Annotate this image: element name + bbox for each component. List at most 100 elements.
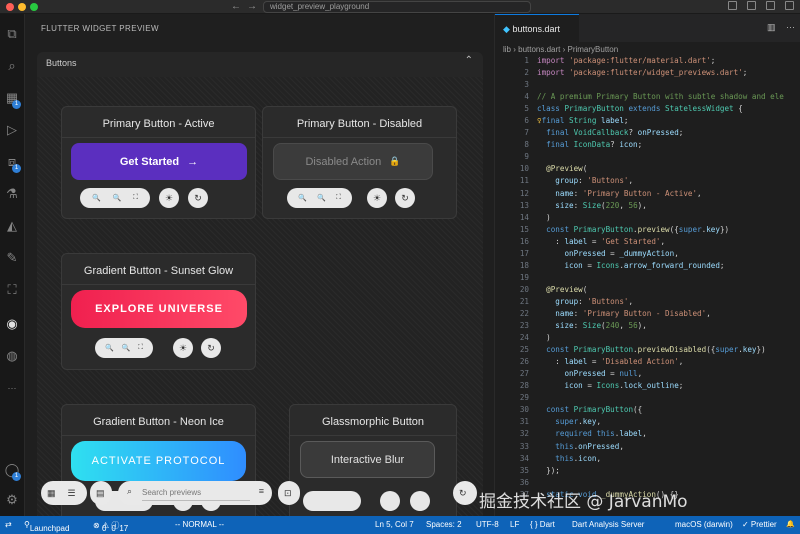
fit-icon[interactable]: ⛶ — [138, 344, 144, 351]
refresh-icon[interactable]: ↻ — [201, 338, 221, 358]
breadcrumb-item[interactable]: buttons.dart — [518, 45, 561, 54]
search-input[interactable]: Search previews — [142, 485, 250, 501]
brightness-icon[interactable]: ☀ — [159, 188, 179, 208]
zoom-in-icon[interactable]: 🔍 — [112, 195, 122, 202]
line-ending[interactable]: LF — [510, 520, 520, 529]
fit-icon[interactable]: ⛶ — [133, 194, 139, 201]
brightness-icon[interactable]: ☀ — [367, 188, 387, 208]
group-label: Buttons — [46, 58, 77, 68]
minimize-window-button[interactable] — [18, 3, 26, 11]
split-editor-icon[interactable]: ▥ — [766, 22, 776, 32]
breadcrumb: lib › buttons.dart › PrimaryButton — [503, 45, 619, 54]
grid-view-icon[interactable]: ▦ — [47, 487, 56, 498]
view-toggle: ▦ ☰ — [41, 481, 87, 505]
testing-icon[interactable]: ⚗ — [6, 186, 18, 201]
notifications-bell-icon[interactable]: 🔔 — [786, 521, 795, 528]
widget-preview-icon[interactable]: ◉ — [6, 316, 18, 331]
preview-title: FLUTTER WIDGET PREVIEW — [41, 24, 159, 33]
warnings-count: 0 — [111, 524, 116, 533]
zoom-in-icon[interactable]: 🔍 — [121, 345, 131, 352]
button-label: EXPLORE UNIVERSE — [95, 303, 223, 315]
pen-icon[interactable]: ✎ — [6, 250, 18, 265]
fit-icon[interactable]: ⛶ — [335, 194, 341, 201]
launchpad-item[interactable]: ⚲ Launchpad — [24, 520, 70, 533]
more-actions-icon[interactable]: ··· — [786, 22, 795, 32]
brightness-icon[interactable] — [380, 491, 400, 511]
toggle-secondary-sidebar-icon[interactable] — [766, 1, 775, 10]
refresh-icon[interactable]: ↻ — [188, 188, 208, 208]
back-arrow-icon[interactable]: ← — [231, 1, 241, 12]
flutter-icon[interactable]: ◭ — [7, 218, 17, 233]
github-icon[interactable]: ◍ — [6, 348, 18, 363]
settings-gear-icon[interactable]: ⚙ — [6, 492, 18, 507]
analysis-server[interactable]: Dart Analysis Server — [572, 520, 645, 529]
title-bar: ← → widget_preview_playground — [0, 0, 800, 14]
more-icon[interactable]: ··· — [7, 383, 17, 393]
explore-universe-button[interactable]: EXPLORE UNIVERSE — [71, 290, 247, 328]
zoom-out-icon[interactable]: 🔍 — [104, 345, 114, 352]
snapshot-button[interactable]: ⊡ — [278, 481, 300, 505]
command-center[interactable]: widget_preview_playground — [263, 1, 531, 13]
buttons-group: Buttons ⌃ Primary Button - Active Get St… — [37, 52, 483, 516]
platform[interactable]: macOS (darwin) — [675, 520, 733, 529]
button-label: Interactive Blur — [330, 453, 405, 466]
card-divider — [62, 435, 255, 436]
language-mode[interactable]: { } Dart — [530, 520, 555, 529]
interactive-blur-button[interactable]: Interactive Blur — [300, 441, 435, 478]
document-button[interactable]: ▤ — [90, 481, 112, 505]
disabled-action-button[interactable]: Disabled Action 🔒 — [273, 143, 433, 180]
filter-icon[interactable]: ≡ — [258, 486, 264, 496]
search-previews-field[interactable]: ⌕ Search previews ≡ — [118, 481, 272, 505]
extensions-badge: 1 — [12, 100, 21, 109]
inspect-icon[interactable]: ⛶ — [7, 282, 17, 297]
explorer-icon[interactable]: ⧉ — [7, 26, 17, 41]
button-label: ACTIVATE PROTOCOL — [91, 455, 226, 467]
zoom-in-icon[interactable]: 🔍 — [317, 195, 326, 202]
brightness-icon[interactable]: ☀ — [173, 338, 193, 358]
remote-icon[interactable]: ⧈ — [7, 154, 17, 169]
card-divider — [290, 435, 456, 436]
remote-indicator-icon[interactable]: ⇄ — [5, 520, 12, 529]
zoom-controls: 🔍 🔍 ⛶ — [287, 188, 352, 208]
chevron-up-icon[interactable]: ⌃ — [464, 55, 473, 66]
zoom-controls: 🔍 🔍 ⛶ — [95, 338, 153, 358]
zoom-out-icon[interactable]: 🔍 — [298, 195, 307, 202]
tab-label: buttons.dart — [512, 24, 560, 34]
toggle-panel-icon[interactable] — [747, 1, 756, 10]
remote-badge: 1 — [12, 164, 21, 173]
card-divider — [62, 137, 255, 138]
watermark: 掘金技术社区 @ JarvanMo — [479, 492, 688, 512]
get-started-button[interactable]: Get Started → — [71, 143, 247, 180]
customize-layout-icon[interactable] — [785, 1, 794, 10]
prettier[interactable]: ✓ Prettier — [742, 520, 777, 529]
run-debug-icon[interactable]: ▷ — [7, 122, 17, 137]
breadcrumb-item[interactable]: lib — [503, 45, 512, 54]
restart-button[interactable]: ↻ — [453, 481, 477, 505]
list-view-icon[interactable]: ☰ — [67, 487, 76, 498]
forward-arrow-icon[interactable]: → — [247, 1, 257, 12]
toggle-sidebar-icon[interactable] — [728, 1, 737, 10]
problems-item[interactable]: ⊗ 0 ⚠ 0 ⓘ 17 — [93, 521, 129, 533]
editor-actions: ▥ ··· — [767, 22, 795, 33]
activate-protocol-button[interactable]: ACTIVATE PROTOCOL — [71, 441, 246, 481]
maximize-window-button[interactable] — [30, 3, 38, 11]
zoom-controls — [303, 491, 361, 511]
zoom-controls: 🔍 🔍 ⛶ — [80, 188, 150, 208]
search-icon[interactable]: ⌕ — [8, 58, 16, 73]
encoding[interactable]: UTF-8 — [476, 520, 499, 529]
button-label: Disabled Action — [305, 155, 382, 168]
editor-tab-bar: ◆ buttons.dart ▥ ··· — [495, 14, 800, 42]
zoom-out-icon[interactable]: 🔍 — [91, 195, 101, 202]
dart-file-icon: ◆ — [503, 24, 510, 34]
info-count: 17 — [119, 524, 129, 533]
refresh-icon[interactable] — [410, 491, 430, 511]
cursor-position[interactable]: Ln 5, Col 7 — [375, 520, 414, 529]
tab-buttons-dart[interactable]: ◆ buttons.dart — [495, 14, 579, 42]
errors-count: 0 — [101, 524, 107, 533]
close-window-button[interactable] — [6, 3, 14, 11]
indentation[interactable]: Spaces: 2 — [426, 520, 462, 529]
breadcrumb-item[interactable]: PrimaryButton — [567, 45, 619, 54]
card-title: Gradient Button - Sunset Glow — [83, 265, 234, 277]
refresh-icon[interactable]: ↻ — [395, 188, 415, 208]
